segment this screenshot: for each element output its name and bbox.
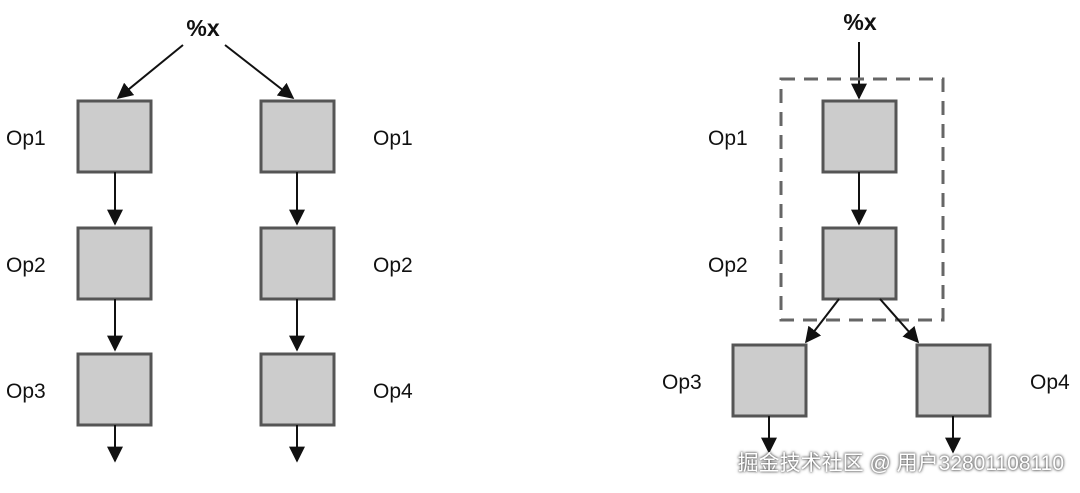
right-op3-label: Op3 xyxy=(662,371,702,394)
right-op4-label: Op4 xyxy=(1030,371,1070,394)
right-op1-box xyxy=(821,99,898,174)
left-op2-label-b: Op2 xyxy=(373,254,413,277)
left-input-edge-a xyxy=(116,44,184,100)
left-input-label: %x xyxy=(186,15,219,41)
left-op1-label-b: Op1 xyxy=(373,127,413,150)
right-op4-box xyxy=(915,343,992,418)
left-op4-label: Op4 xyxy=(373,380,413,403)
right-op3-box xyxy=(731,343,808,418)
left-input-edge-b xyxy=(224,44,295,99)
fused-group-dashed-box xyxy=(779,77,945,322)
left-op2-label-a: Op2 xyxy=(6,254,46,277)
right-edge-op2-op4 xyxy=(879,298,920,344)
left-op3-label: Op3 xyxy=(6,380,46,403)
right-op1-label: Op1 xyxy=(708,127,748,150)
left-op4-box xyxy=(259,352,336,427)
watermark-text: 掘金技术社区 @ 用户3280110811​0 xyxy=(737,452,1064,475)
left-op2-box-a xyxy=(76,226,153,301)
left-op1-box-a xyxy=(76,99,153,174)
right-op2-label: Op2 xyxy=(708,254,748,277)
left-op1-box-b xyxy=(259,99,336,174)
right-input-label: %x xyxy=(843,9,876,35)
right-op2-box xyxy=(821,226,898,301)
left-op1-label-a: Op1 xyxy=(6,127,46,150)
left-diagram: %x Op1 Op2 Op3 Op1 Op2 Op4 xyxy=(6,15,413,463)
left-op3-box xyxy=(76,352,153,427)
right-diagram: %x Op1 Op2 Op3 Op4 xyxy=(662,9,1070,454)
left-op2-box-b xyxy=(259,226,336,301)
right-edge-op2-op3 xyxy=(805,298,840,344)
